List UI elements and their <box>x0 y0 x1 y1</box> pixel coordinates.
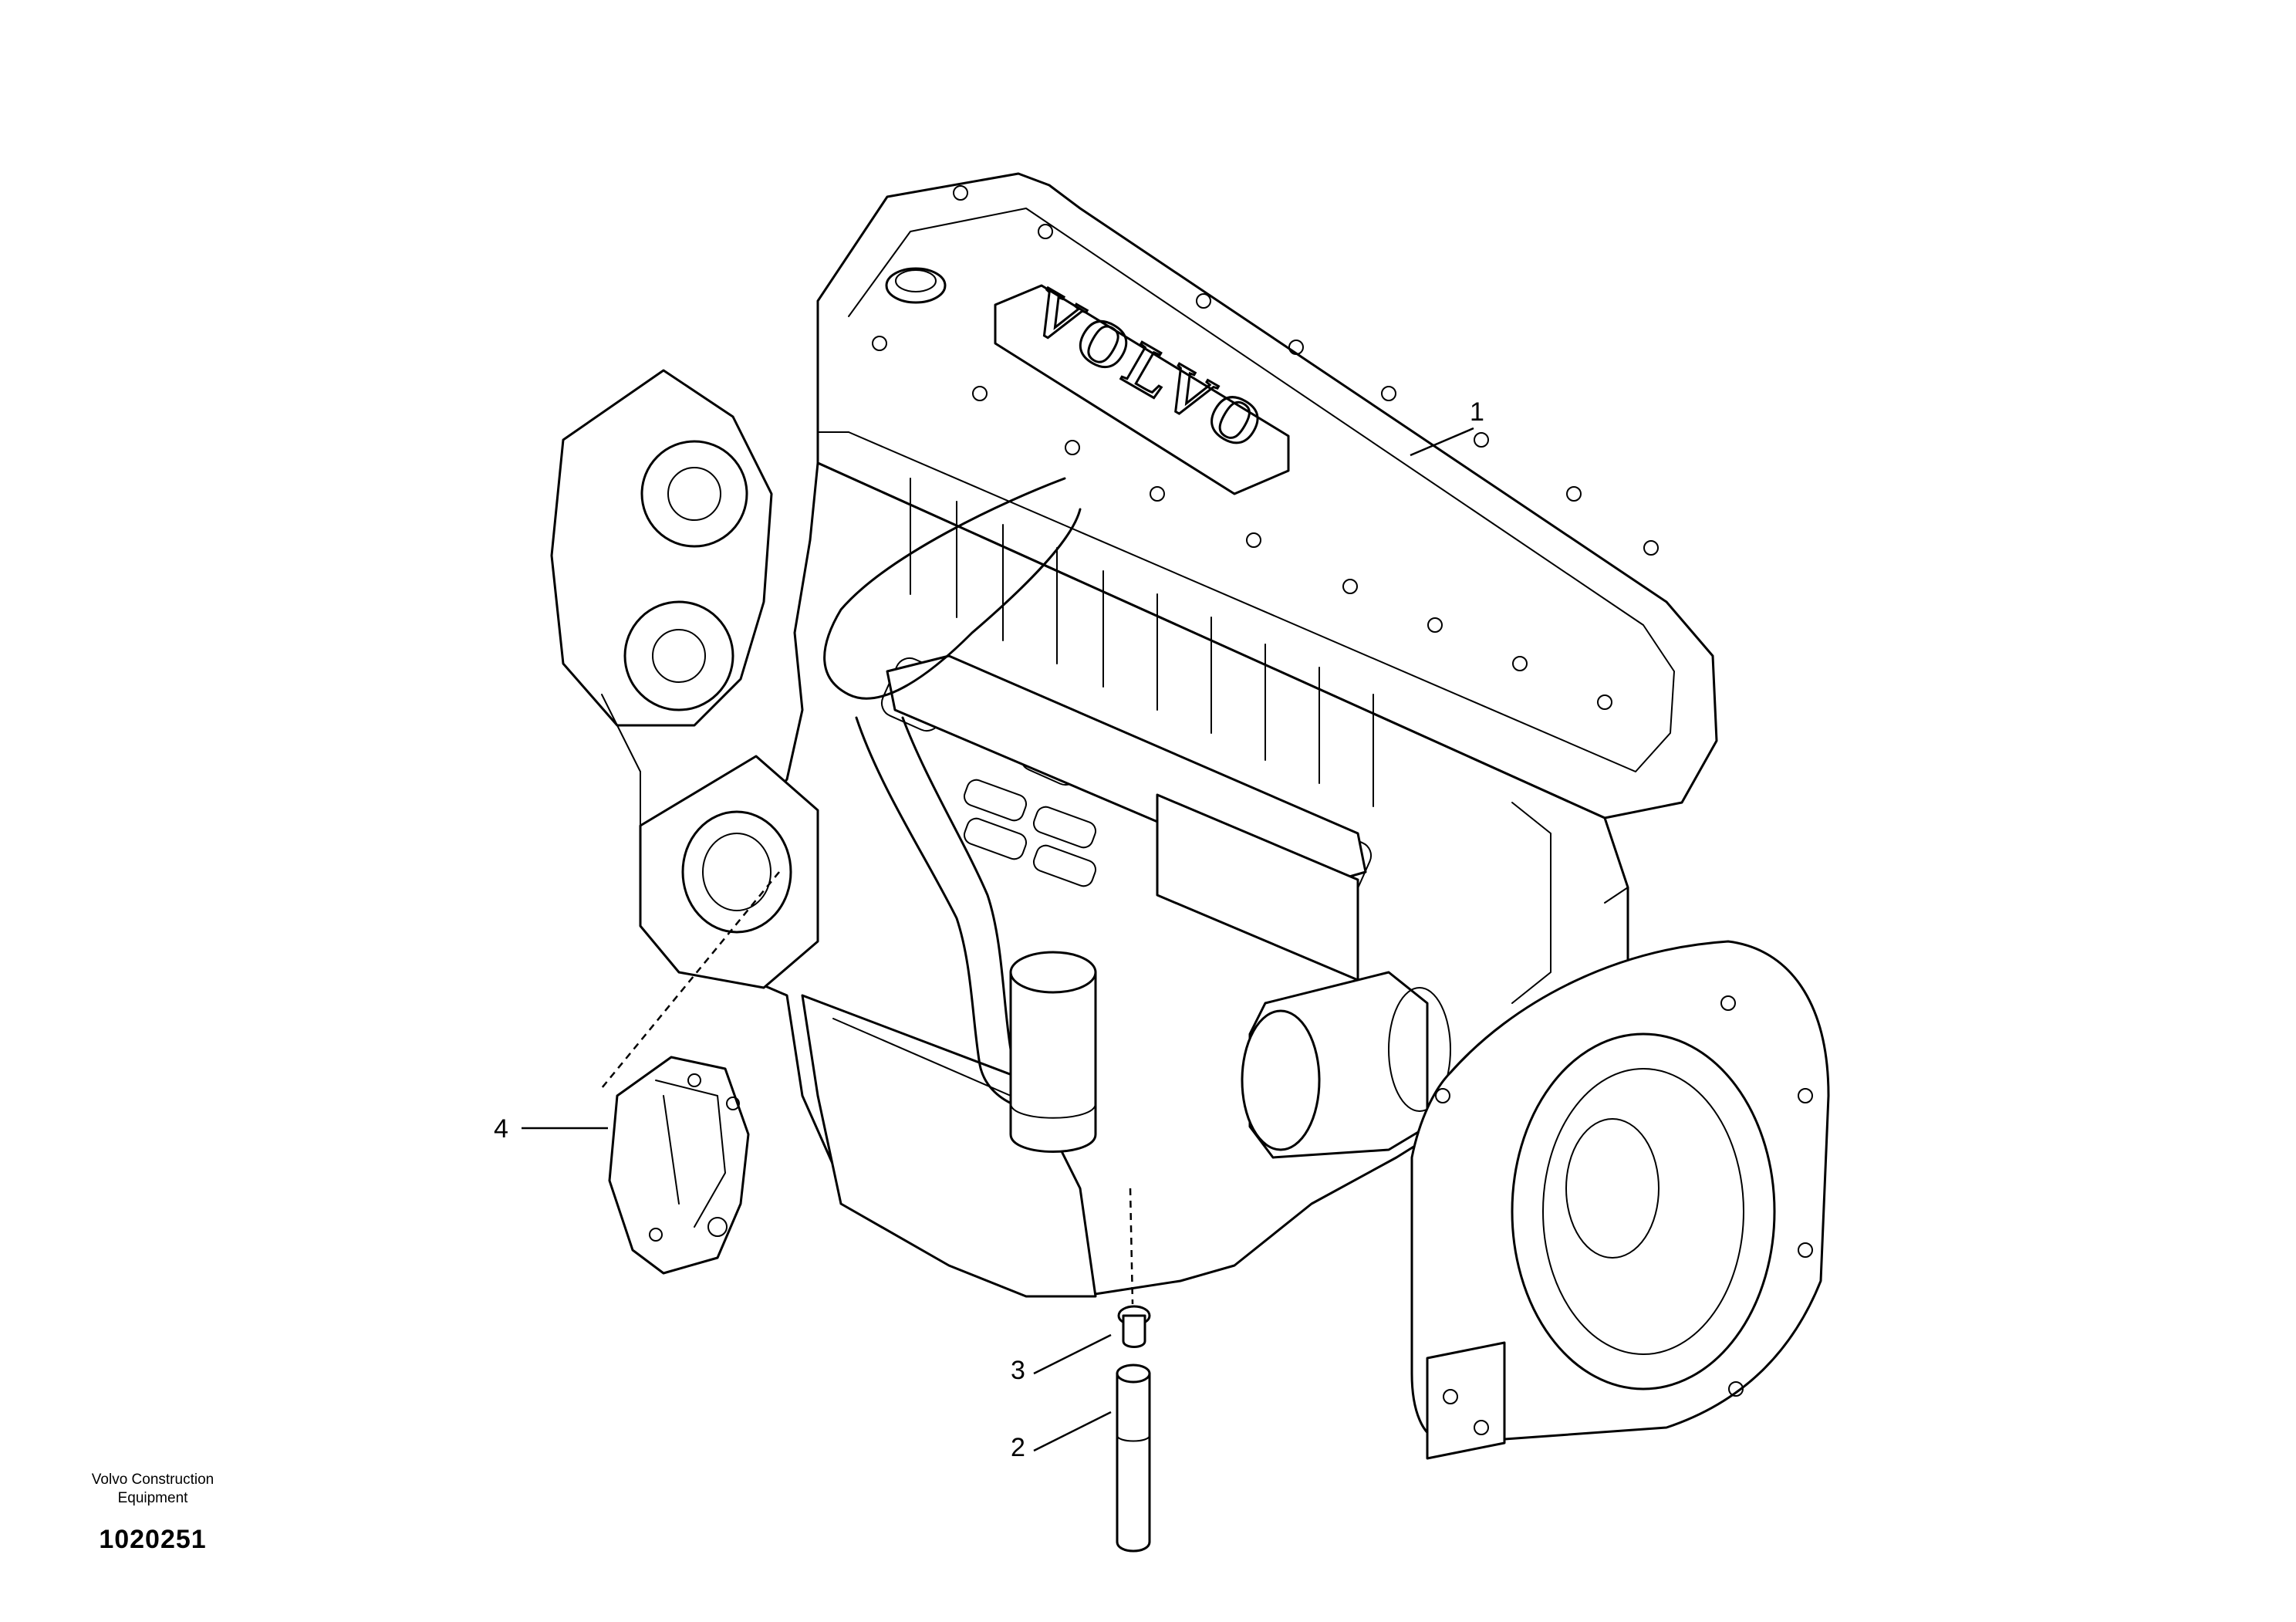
part-4-component <box>602 872 779 1273</box>
callout-3: 3 <box>1011 1356 1025 1385</box>
leader-1 <box>1410 428 1474 455</box>
part-2-pipe <box>1117 1365 1150 1551</box>
footer: Volvo Construction Equipment 1020251 <box>37 1471 268 1555</box>
leader-2 <box>1034 1412 1111 1451</box>
starter-motor <box>1242 972 1450 1157</box>
valve-cover: VOLVO <box>818 174 1717 818</box>
maker-line-2: Equipment <box>117 1490 188 1506</box>
front-accessories <box>552 370 818 988</box>
fuel-filter <box>1011 952 1096 1152</box>
document-number: 1020251 <box>99 1525 207 1554</box>
callout-1: 1 <box>1470 397 1484 427</box>
callout-4: 4 <box>494 1114 508 1144</box>
part-3-fitting <box>1119 1188 1150 1347</box>
leader-3 <box>1034 1335 1111 1374</box>
callout-leaders <box>522 428 1474 1451</box>
maker-line-1: Volvo Construction <box>91 1472 214 1488</box>
callout-2: 2 <box>1011 1433 1025 1462</box>
flywheel-housing <box>1412 941 1828 1458</box>
